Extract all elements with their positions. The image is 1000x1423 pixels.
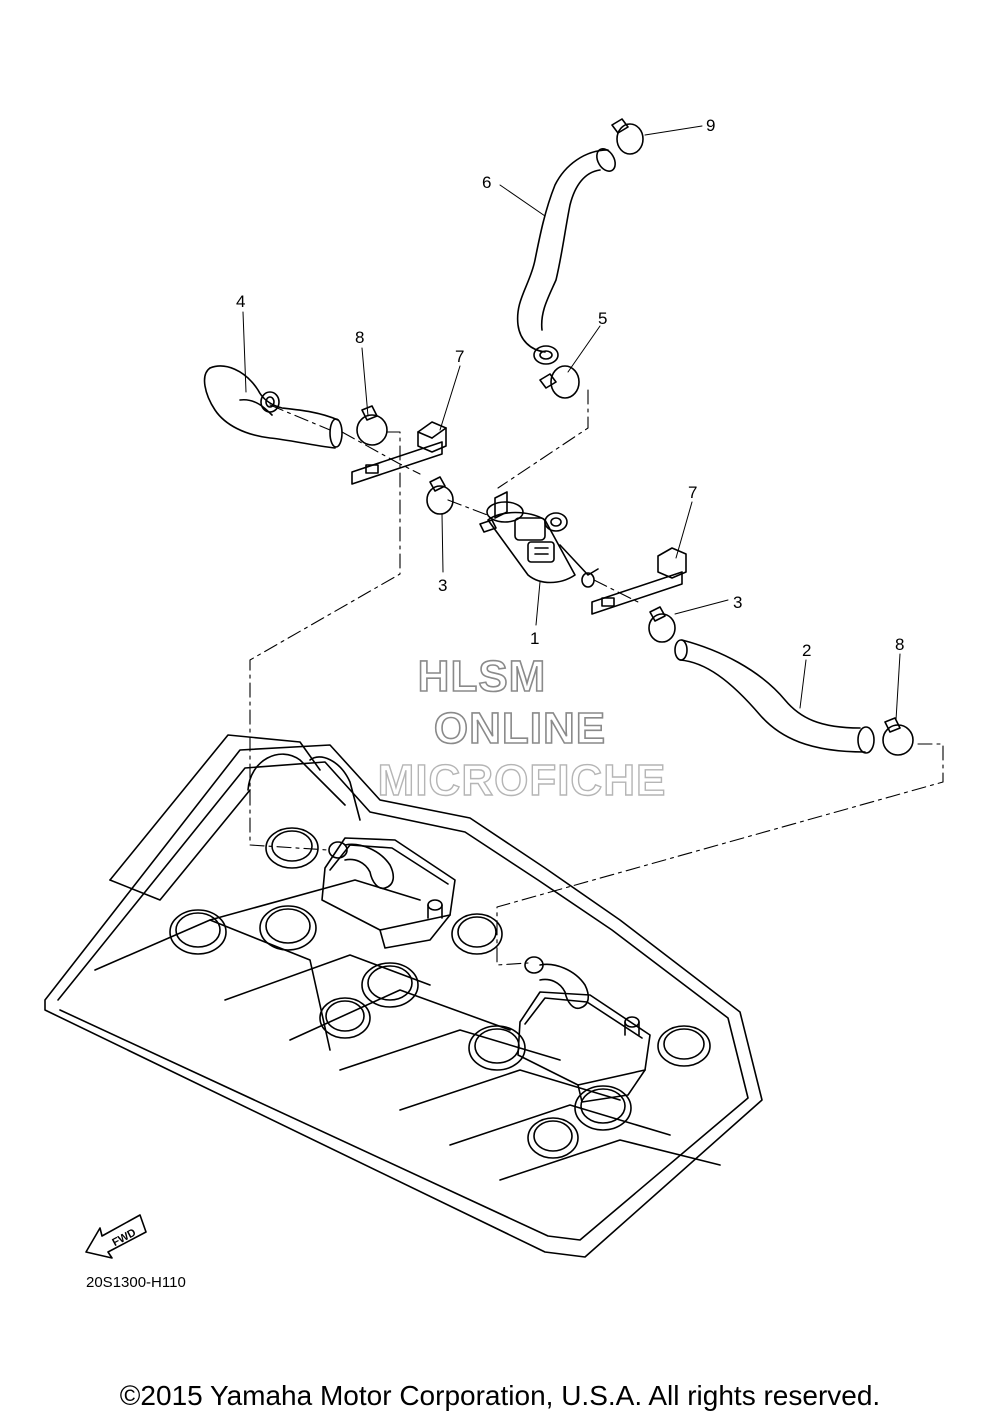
- callout-8-top: 8: [355, 328, 364, 347]
- callout-6: 6: [482, 173, 491, 192]
- watermark-line-3: MICROFICHE: [377, 755, 667, 805]
- callout-3-right: 3: [733, 593, 742, 612]
- hose-4: [203, 365, 343, 449]
- callout-7-right: 7: [688, 483, 697, 502]
- callout-3-left: 3: [438, 576, 447, 595]
- callout-1: 1: [530, 629, 539, 648]
- clip-8-top: [356, 405, 388, 446]
- callout-4: 4: [236, 292, 245, 311]
- bracket-7-left: [351, 421, 447, 485]
- clip-5: [539, 365, 580, 399]
- watermark-line-2: ONLINE: [433, 703, 607, 754]
- hose-2: [674, 639, 875, 754]
- callout-8-right: 8: [895, 635, 904, 654]
- clip-9: [611, 118, 644, 155]
- cylinder-head-cover: [44, 734, 763, 1258]
- bracket-7-right: [591, 547, 687, 615]
- callout-7-left: 7: [455, 347, 464, 366]
- diagram-code: 20S1300-H110: [86, 1274, 186, 1291]
- grommets: [169, 827, 711, 1159]
- callout-5: 5: [598, 309, 607, 328]
- clip-3-left: [426, 476, 454, 515]
- watermark-line-1: HLSM: [417, 651, 547, 702]
- copyright-notice: ©2015 Yamaha Motor Corporation, U.S.A. A…: [119, 1380, 881, 1411]
- hose-6: [516, 148, 616, 365]
- callout-9: 9: [706, 116, 715, 135]
- clip-8-right: [882, 717, 914, 756]
- fwd-arrow-icon: [85, 1214, 147, 1259]
- reed-valve-1: [479, 491, 599, 588]
- callout-2: 2: [802, 641, 811, 660]
- clip-3-right: [648, 606, 676, 643]
